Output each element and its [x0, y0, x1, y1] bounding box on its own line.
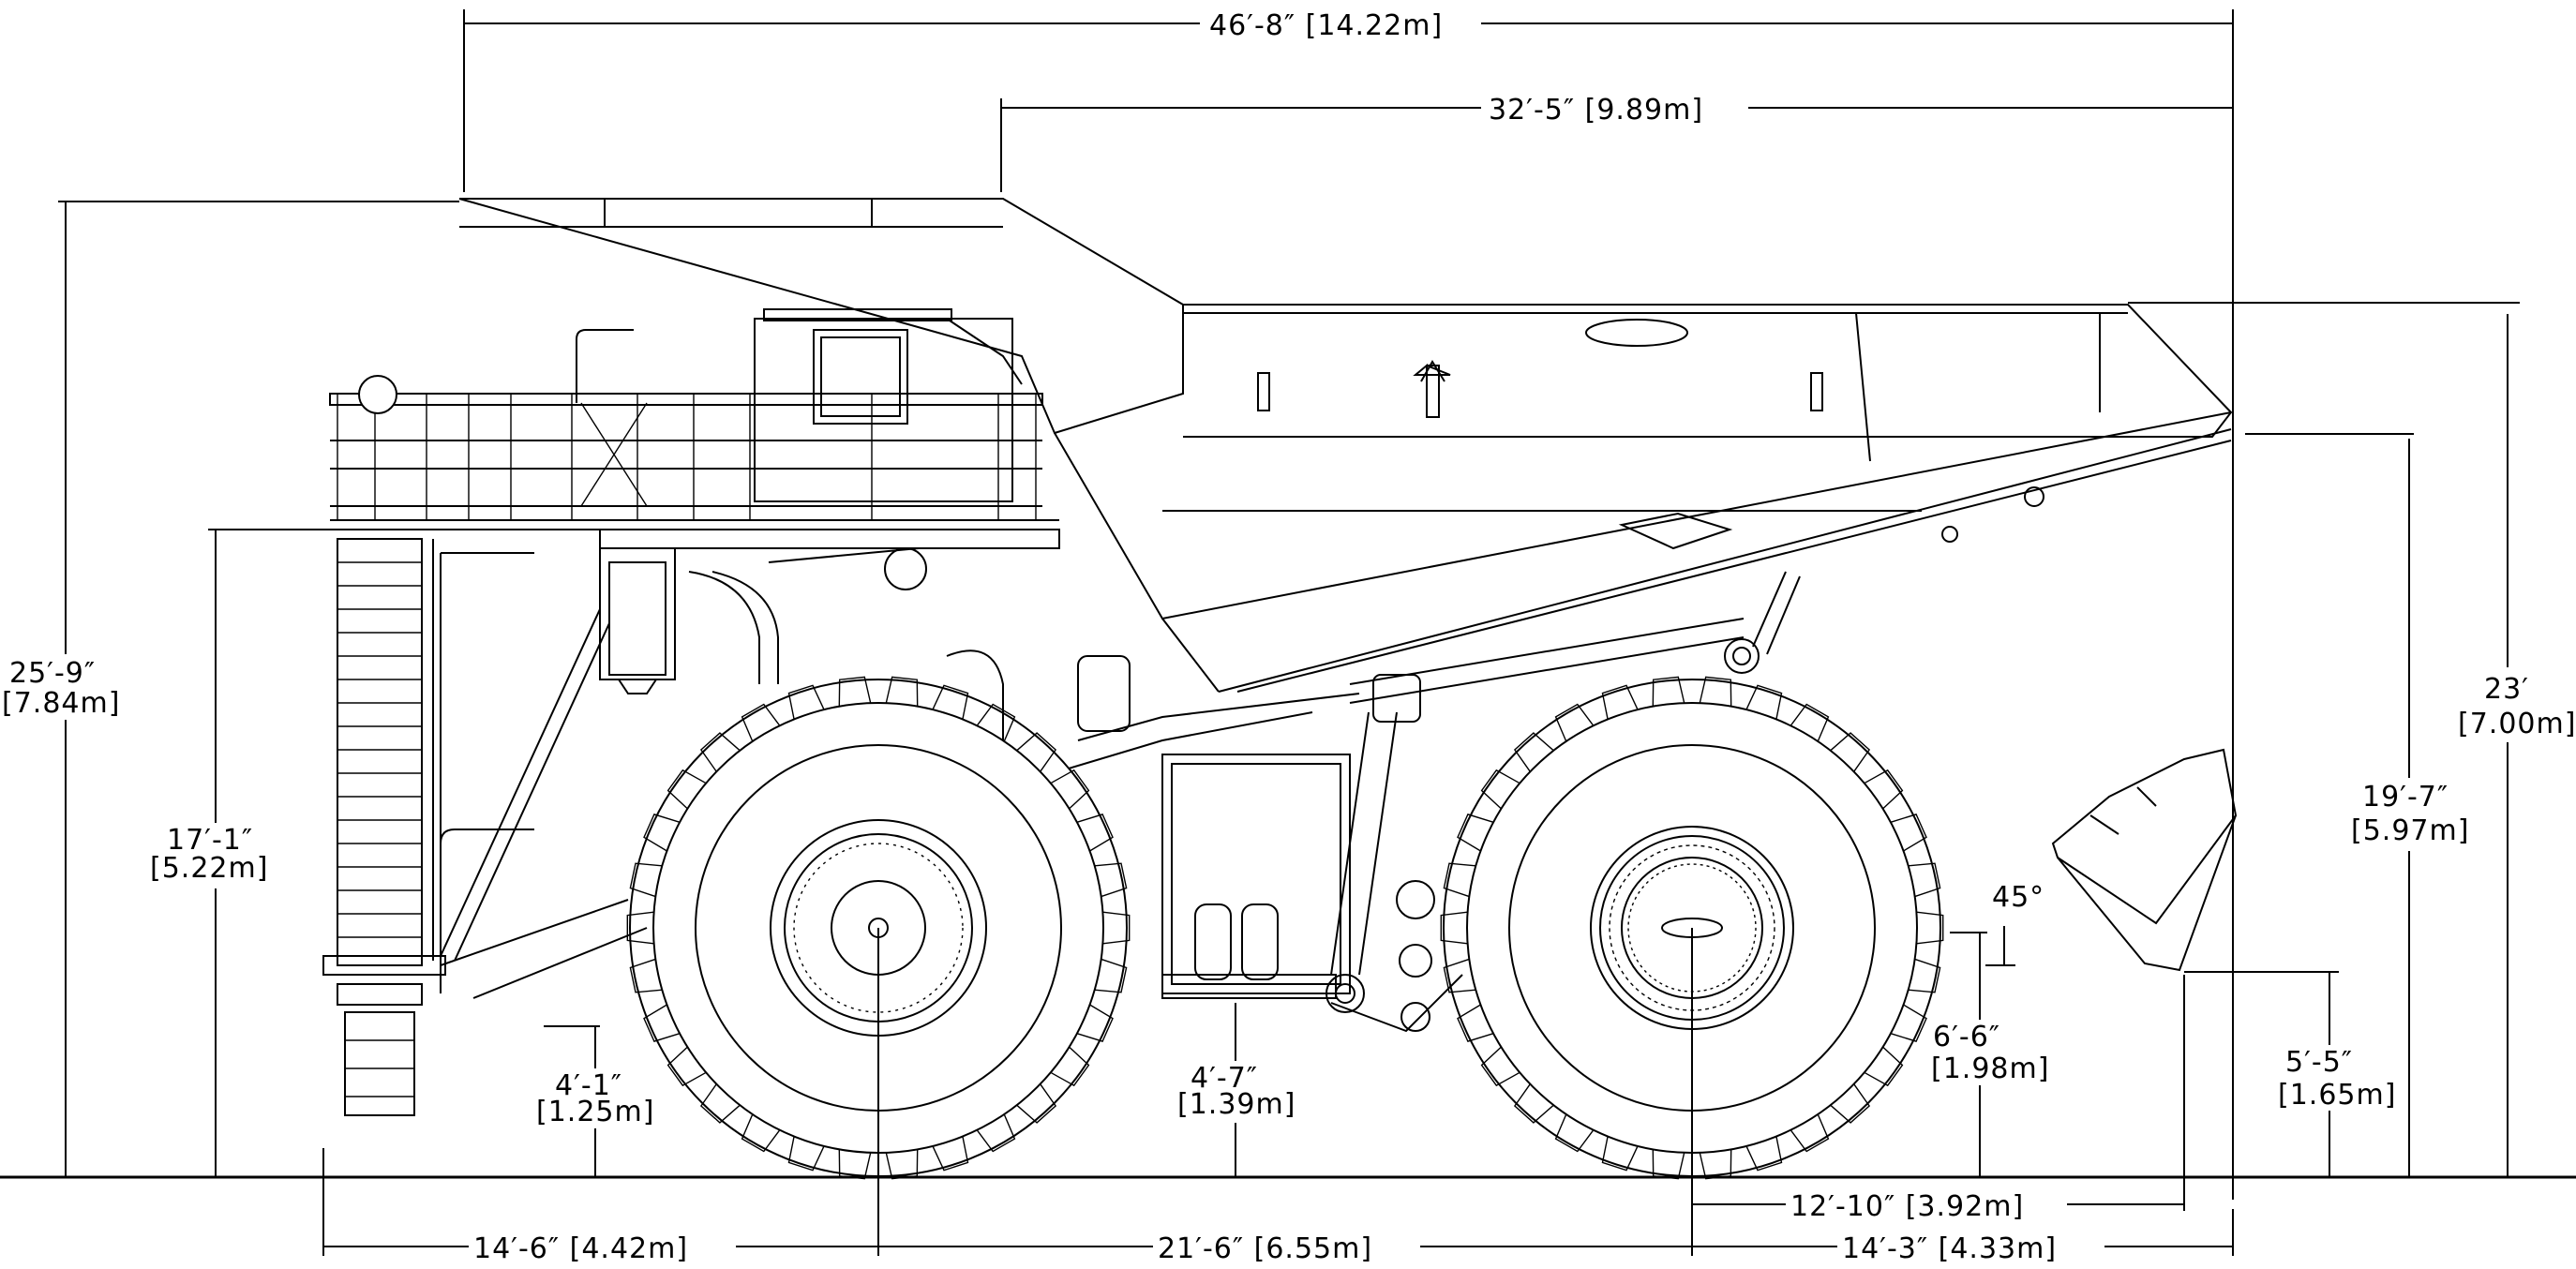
tread-lug: [1652, 1149, 1685, 1180]
tread-lug: [666, 769, 707, 810]
tread-lug: [1745, 1136, 1783, 1172]
frame-clearance-m-label: [1.39m]: [1177, 1088, 1295, 1121]
tread-lug: [1916, 911, 1944, 945]
loaded-height-ft-label: 25′-9″: [9, 657, 96, 690]
hoist-linkage: [1349, 486, 2044, 704]
ladder-clearance-ft-label: 4′-1″: [555, 1069, 622, 1102]
dump-body: [458, 198, 2233, 693]
tread-lug: [1554, 703, 1595, 742]
tread-lug: [1076, 1004, 1114, 1042]
tread-lug: [885, 1149, 919, 1180]
tread-lug: [1457, 814, 1494, 852]
rear-overhang-label: 14′-3″ [4.33m]: [1842, 1232, 2057, 1265]
tread-lug: [1790, 1113, 1830, 1153]
loaded-height-m-label: [7.84m]: [2, 687, 120, 720]
tread-lug: [1890, 814, 1927, 852]
tread-lug: [1050, 769, 1090, 810]
engine-module: [599, 529, 1060, 694]
body-rear-clearance-m-label: [1.65m]: [2278, 1079, 2396, 1112]
operator-cab: [754, 308, 1023, 502]
tread-lug: [838, 1149, 872, 1180]
tread-lug: [1908, 958, 1941, 993]
tread-lug: [699, 1083, 741, 1124]
tread-lug: [1908, 862, 1941, 898]
tread-lug: [976, 1113, 1016, 1153]
tread-lug: [1652, 676, 1685, 707]
frame-clearance-ft-label: 4′-7″: [1191, 1062, 1258, 1095]
tread-lug: [699, 732, 741, 772]
front-wheel-tread: [626, 676, 1131, 1180]
tread-lug: [629, 958, 663, 993]
body-rear-clearance-ft-label: 5′-5″: [2285, 1046, 2353, 1079]
tread-lug: [1094, 958, 1128, 993]
tread-lug: [885, 676, 919, 707]
front-overhang-label: 14′-6″ [4.42m]: [473, 1232, 688, 1265]
tread-lug: [1076, 814, 1114, 852]
tread-lug: [1016, 1083, 1057, 1124]
tread-lug: [1480, 1046, 1520, 1087]
tread-lug: [1016, 732, 1057, 772]
rear-axle-to-dump-label: 12′-10″ [3.92m]: [1790, 1190, 2024, 1223]
tread-lug: [626, 911, 654, 945]
tread-lug: [741, 1113, 781, 1153]
tread-lug: [1513, 732, 1554, 772]
tread-lug: [629, 862, 663, 898]
tread-lug: [1050, 1046, 1090, 1087]
tread-lug: [1457, 1004, 1494, 1042]
tread-lug: [1513, 1083, 1554, 1124]
tread-lug: [976, 703, 1016, 742]
tread-lug: [787, 684, 825, 720]
tread-lug: [1443, 862, 1476, 898]
deck-height-m-label: [5.22m]: [150, 852, 268, 885]
tread-lug: [1601, 1136, 1639, 1172]
tread-lug: [838, 676, 872, 707]
main-frame: [946, 649, 1463, 1033]
canopy-rear-ft-label: 19′-7″: [2362, 781, 2449, 814]
tread-lug: [1699, 676, 1732, 707]
tread-lug: [1699, 1149, 1732, 1180]
tread-lug: [1745, 684, 1783, 720]
tread-lug: [1830, 1083, 1871, 1124]
tread-lug: [1102, 911, 1131, 945]
tread-lug: [1094, 862, 1128, 898]
tread-lug: [1601, 684, 1639, 720]
tread-lug: [1554, 1113, 1595, 1153]
dump-clearance-m-label: [1.98m]: [1931, 1053, 2049, 1085]
tread-lug: [643, 814, 681, 852]
tread-lug: [932, 684, 969, 720]
overall-length-label: 46′-8″ [14.22m]: [1209, 9, 1443, 42]
tread-lug: [1864, 769, 1904, 810]
tread-lug: [1864, 1046, 1904, 1087]
deck-height-ft-label: 17′-1″: [167, 824, 253, 857]
raised-height-ft-label: 23′: [2484, 673, 2529, 706]
tread-lug: [666, 1046, 707, 1087]
rear-wheel-tread: [1440, 676, 1944, 1180]
tread-lug: [1480, 769, 1520, 810]
tread-lug: [741, 703, 781, 742]
tread-lug: [1440, 911, 1468, 945]
raised-height-m-label: [7.00m]: [2458, 708, 2576, 740]
tread-lug: [932, 1136, 969, 1172]
body-length-label: 32′-5″ [9.89m]: [1489, 94, 1703, 127]
tread-lug: [1890, 1004, 1927, 1042]
tread-lug: [643, 1004, 681, 1042]
canopy-rear-m-label: [5.97m]: [2351, 814, 2469, 847]
tread-lug: [1790, 703, 1830, 742]
wheelbase-label: 21′-6″ [6.55m]: [1158, 1232, 1372, 1265]
tread-lug: [1443, 958, 1476, 993]
tread-lug: [787, 1136, 825, 1172]
ladder-clearance-m-label: [1.25m]: [536, 1096, 654, 1128]
raised-body-outline: [2051, 748, 2238, 972]
access-stairway: [322, 538, 648, 1116]
tread-lug: [1830, 732, 1871, 772]
upper-deck-railing: [329, 329, 1059, 530]
dump-angle-label: 45°: [1992, 881, 2044, 914]
dump-clearance-ft-label: 6′-6″: [1933, 1021, 2000, 1053]
